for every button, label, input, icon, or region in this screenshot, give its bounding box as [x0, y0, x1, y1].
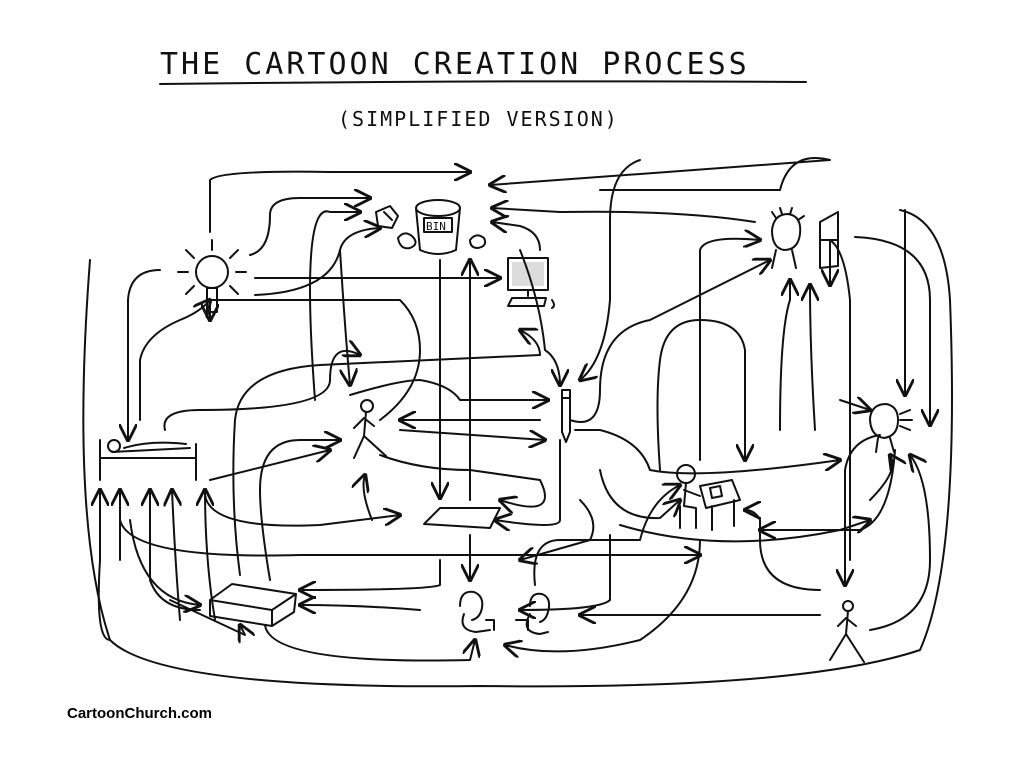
crumpled-paper-icon: [375, 205, 487, 250]
lightbulb-icon: [177, 239, 247, 313]
screaming-person-icon: [869, 403, 913, 453]
computer-icon: [507, 257, 555, 309]
flow-arrows: [99, 157, 930, 662]
title: THE CARTOON CREATION PROCESS: [160, 47, 750, 82]
meeting-people-icon: [459, 590, 551, 635]
outer-loop: [82, 209, 953, 688]
walking-person-icon: [353, 399, 387, 459]
title-underline: [159, 80, 807, 85]
subtitle: (SIMPLIFIED VERSION): [338, 107, 619, 131]
bin-icon: BIN: [415, 199, 461, 255]
bin-label: BIN: [426, 220, 446, 233]
credit-text[interactable]: CartoonChurch.com: [67, 705, 213, 722]
thinking-person-icon: [771, 207, 805, 269]
bed-icon: [99, 439, 197, 481]
walking-person-2-icon: [829, 600, 865, 663]
box-icon: [209, 583, 297, 627]
cartoonist-at-desk-icon: [676, 464, 741, 531]
paper-sheet-icon: [423, 507, 501, 529]
door-icon: [819, 211, 839, 269]
pencil-icon: [561, 389, 571, 443]
